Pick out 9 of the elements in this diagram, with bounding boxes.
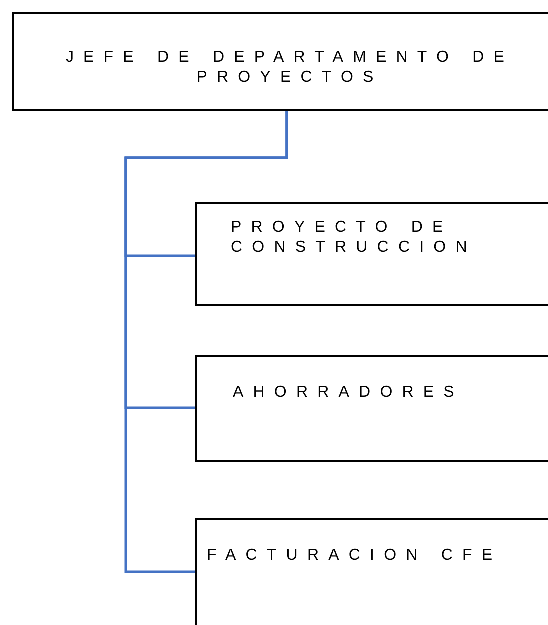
org-box: [195, 202, 548, 306]
org-box: [12, 12, 548, 111]
connector-line: [124, 111, 288, 574]
org-box: [195, 518, 548, 625]
org-box: [195, 355, 548, 462]
box-title: PROYECTO DE CONSTRUCCION: [231, 218, 478, 258]
box-title: FACTURACION CFE: [207, 546, 504, 566]
box-title: AHORRADORES: [233, 383, 465, 403]
box-title: JEFE DE DEPARTAMENTO DE PROYECTOS: [64, 48, 516, 88]
